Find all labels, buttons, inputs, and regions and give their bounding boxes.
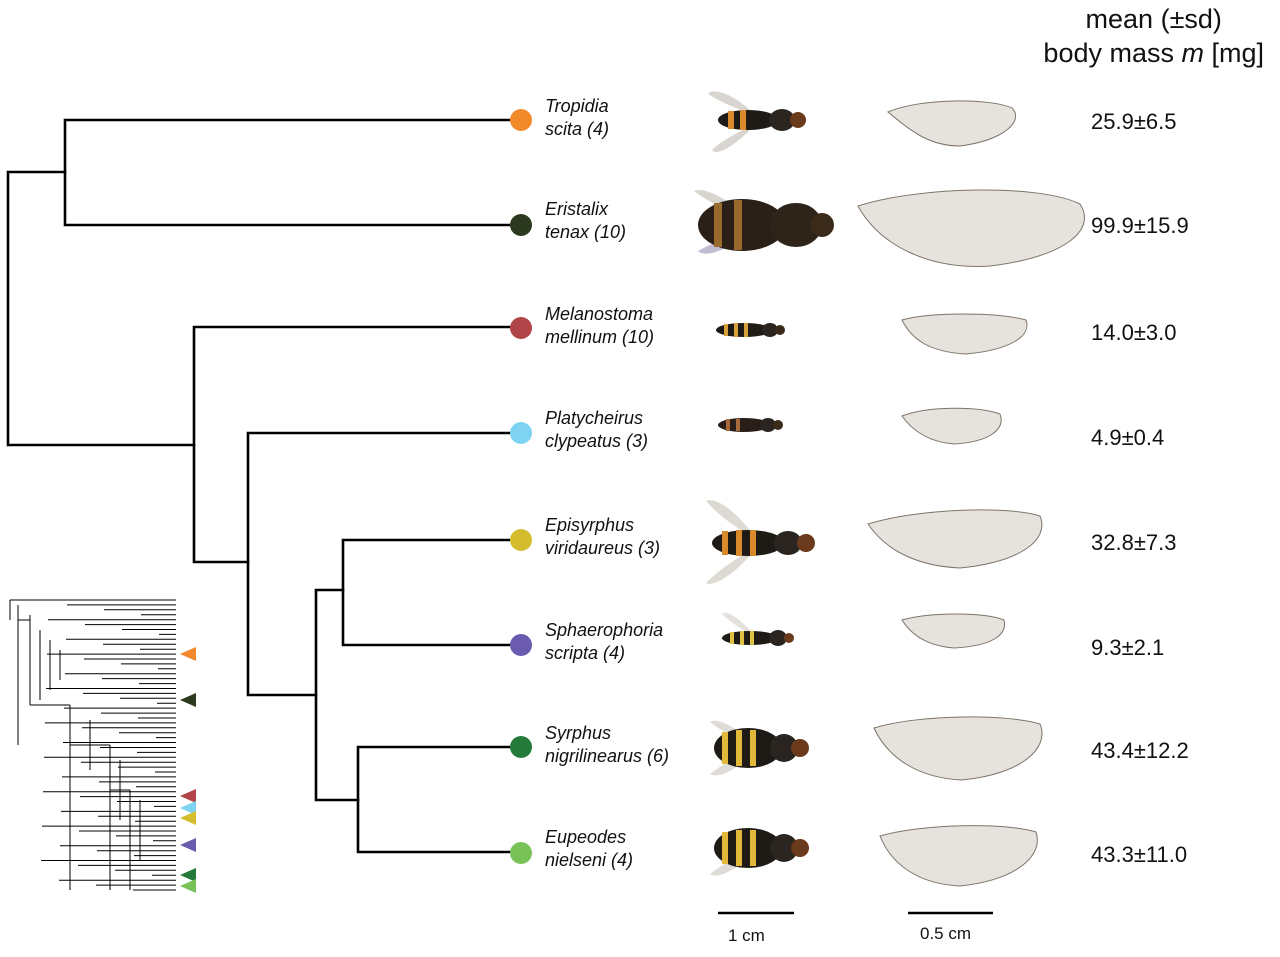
- wing-melanostoma-icon: [901, 313, 1028, 355]
- mass-value-syrphus: 43.4±12.2: [1091, 738, 1189, 763]
- header-line-1: mean (±sd): [1085, 4, 1222, 34]
- tree-branch: [63, 118, 522, 227]
- wing-images: [857, 100, 1085, 887]
- fly-platycheirus-icon: [718, 418, 783, 432]
- wing-eristalix-icon: [857, 189, 1085, 267]
- marker-tropidia-icon: [180, 647, 196, 661]
- tip-dot: [510, 634, 532, 656]
- tip-dot: [510, 317, 532, 339]
- mass-value-episyrphus: 32.8±7.3: [1091, 530, 1177, 555]
- fly-episyrphus-icon: [706, 500, 815, 584]
- fly-eristalix-icon: [694, 189, 834, 254]
- fly-tropidia-icon: [708, 91, 806, 152]
- tip-dot: [510, 109, 532, 131]
- mass-column-header: mean (±sd) body mass m [mg]: [1043, 2, 1264, 70]
- tree-branch: [192, 325, 522, 564]
- fly-sphaerophoria-icon: [722, 612, 794, 646]
- mass-value-platycheirus: 4.9±0.4: [1091, 425, 1165, 450]
- wing-syrphus-icon: [873, 716, 1043, 781]
- marker-eupeodes-icon: [180, 879, 196, 893]
- wing-sphaerophoria-icon: [901, 613, 1006, 649]
- mass-value-sphaerophoria: 9.3±2.1: [1091, 635, 1165, 660]
- fly-images: [694, 91, 834, 876]
- mass-value-tropidia: 25.9±6.5: [1091, 109, 1177, 134]
- inset-markers: [180, 647, 196, 893]
- tip-dot: [510, 529, 532, 551]
- main-tree: [6, 118, 522, 854]
- tip-dot: [510, 422, 532, 444]
- fly-melanostoma-icon: [716, 323, 785, 337]
- tip-dots: [510, 109, 532, 864]
- tip-dot: [510, 214, 532, 236]
- marker-syrphus-icon: [180, 868, 196, 882]
- tip-dot: [510, 736, 532, 758]
- fly-syrphus-icon: [710, 720, 809, 776]
- tree-branch: [341, 538, 522, 647]
- tree-branch: [314, 588, 360, 802]
- mass-value-melanostoma: 14.0±3.0: [1091, 320, 1177, 345]
- scalebar-wing-label: 0.5 cm: [920, 924, 972, 943]
- header-mass-symbol: m: [1181, 38, 1204, 68]
- marker-melanostoma-icon: [180, 789, 196, 803]
- header-body-mass: body mass: [1043, 38, 1182, 68]
- header-unit: [mg]: [1203, 38, 1264, 68]
- wing-platycheirus-icon: [901, 407, 1002, 445]
- marker-sphaerophoria-icon: [180, 838, 196, 852]
- marker-episyrphus-icon: [180, 811, 196, 825]
- mass-value-eupeodes: 43.3±11.0: [1091, 842, 1188, 867]
- marker-platycheirus-icon: [180, 801, 196, 815]
- header-line-2: body mass m [mg]: [1043, 36, 1264, 70]
- scalebar-body-label: 1 cm: [728, 926, 765, 945]
- mass-value-eristalix: 99.9±15.9: [1091, 213, 1189, 238]
- wing-episyrphus-icon: [867, 509, 1043, 569]
- tree-branch: [6, 170, 196, 447]
- inset-tree-branches: [9, 599, 176, 891]
- tree-branch: [246, 431, 522, 697]
- marker-eristalix-icon: [180, 693, 196, 707]
- wing-eupeodes-icon: [879, 825, 1038, 887]
- inset-phylogeny: [9, 599, 176, 891]
- tree-branch: [356, 745, 522, 854]
- wing-tropidia-icon: [887, 100, 1017, 147]
- tip-dot: [510, 842, 532, 864]
- fly-eupeodes-icon: [710, 828, 809, 876]
